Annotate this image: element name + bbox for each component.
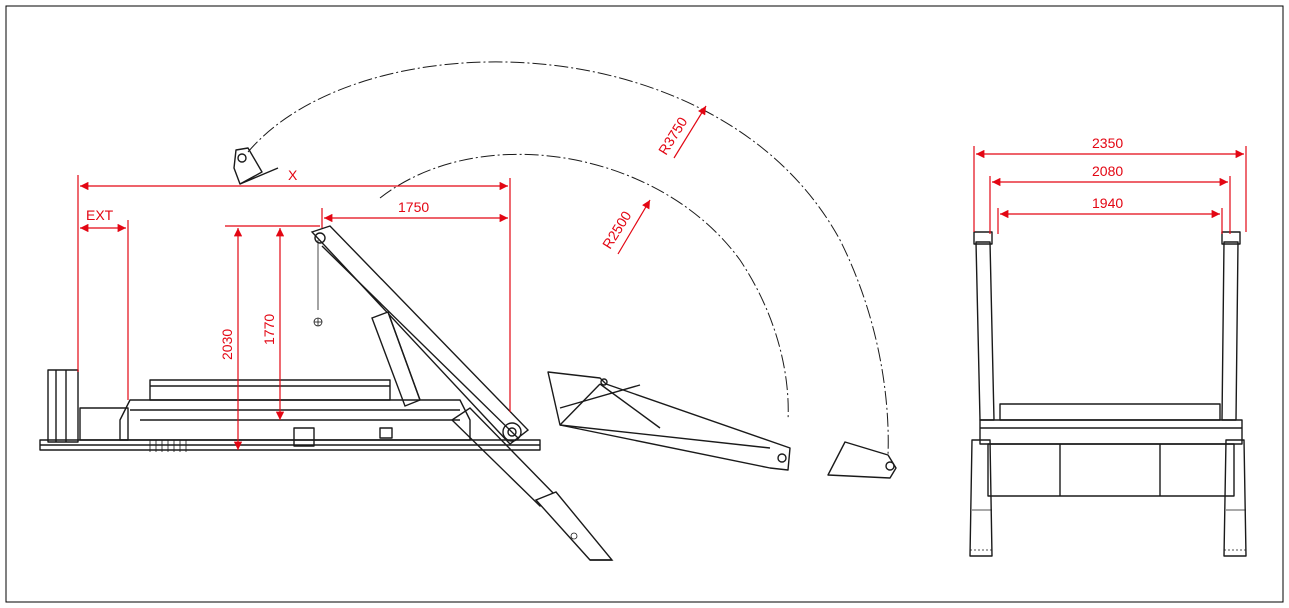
chassis (39, 369, 541, 452)
side-view: X EXT 1750 2030 1770 R2500 R3750 (39, 61, 897, 561)
hook-top-position (233, 147, 279, 185)
dim-r3750-line (673, 105, 707, 159)
main-boom (310, 225, 530, 445)
arc-r3750 (247, 61, 889, 456)
front-view: 2350 2080 1940 (969, 135, 1247, 557)
dim-2080-label: 2080 (1092, 163, 1123, 179)
dim-1940-label: 1940 (1092, 195, 1123, 211)
pivot-marker (313, 240, 323, 327)
dim-x-label: X (288, 167, 298, 183)
dim-ext-label: EXT (86, 207, 114, 223)
arc-r2500 (379, 153, 789, 421)
dim-1750-label: 1750 (398, 199, 429, 215)
dim-1770-label: 1770 (261, 314, 277, 345)
dim-2030-label: 2030 (219, 329, 235, 360)
lower-boom (450, 407, 614, 561)
dim-r2500-line (617, 199, 651, 255)
swing-arm-mid (547, 371, 791, 471)
dim-2350-label: 2350 (1092, 135, 1123, 151)
drawing-frame (5, 5, 1284, 603)
hook-far-position (827, 441, 897, 479)
